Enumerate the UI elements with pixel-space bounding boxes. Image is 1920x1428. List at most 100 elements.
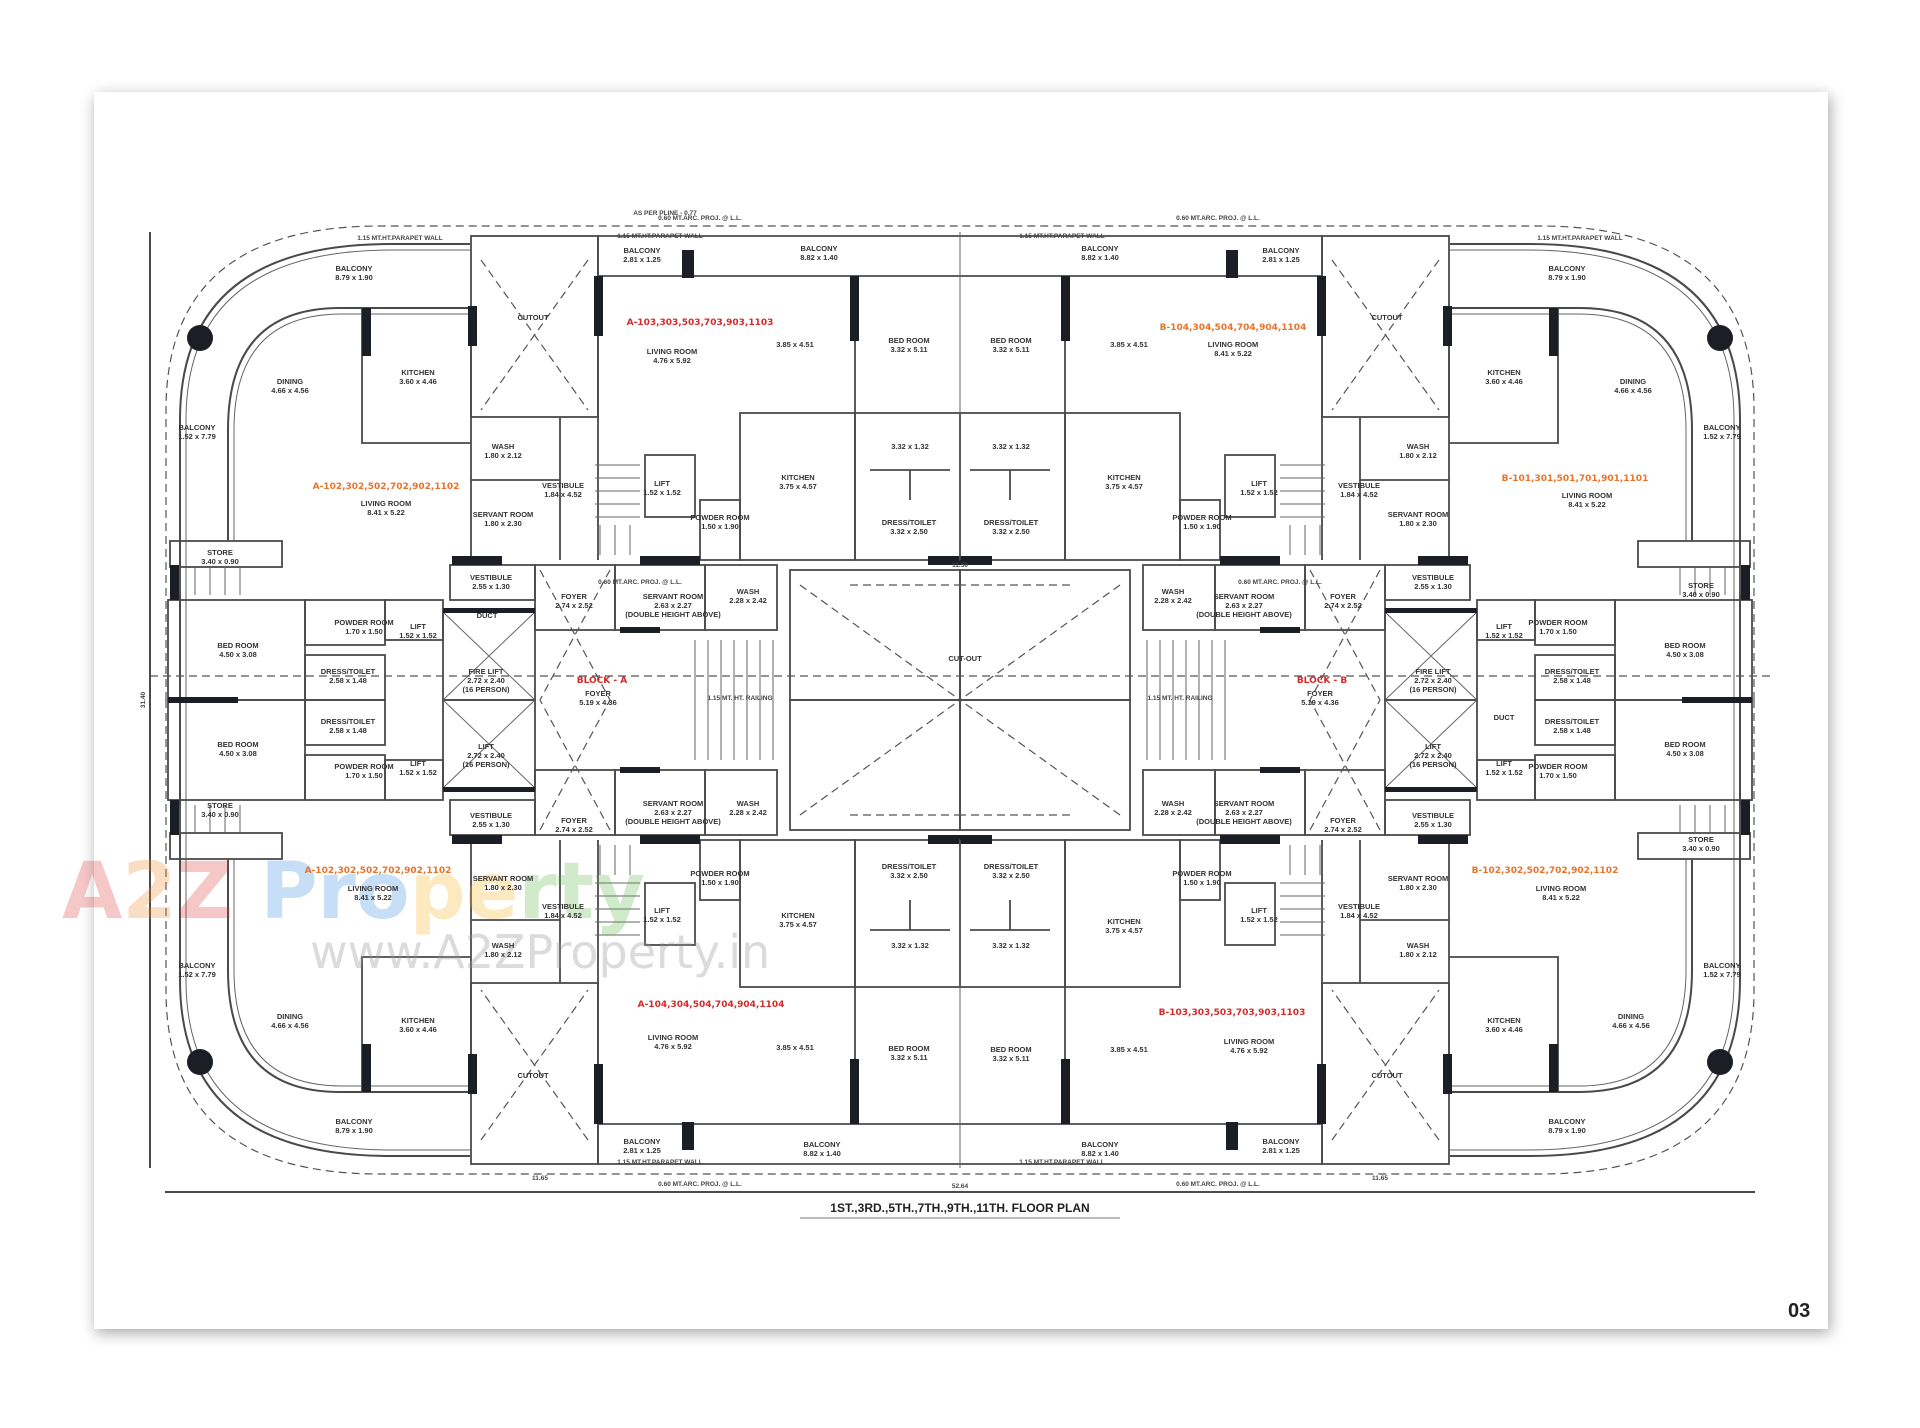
room-size: 3.32 x 2.50 [890, 871, 928, 880]
block-label: BLOCK - A [577, 676, 628, 686]
room-name: LIVING ROOM [647, 347, 697, 356]
room-name: STORE [1688, 835, 1714, 844]
room-size: 4.66 x 4.56 [271, 1021, 309, 1030]
room-size: 1.52 x 1.52 [399, 631, 437, 640]
room-size: 1.80 x 2.30 [484, 883, 522, 892]
room-name: BALCONY [1703, 423, 1740, 432]
room-label: CUT-OUT [948, 654, 982, 663]
room-name: WASH [737, 799, 760, 808]
room-size: 2.74 x 2.52 [1324, 601, 1362, 610]
unit-number-label: B-101,301,501,701,901,1101 [1502, 474, 1649, 484]
drawing-annotation: 1.15 MT.HT.PARAPET WALL [617, 1159, 703, 1166]
room-name: VESTIBULE [542, 481, 584, 490]
room-name: BED ROOM [990, 336, 1031, 345]
room-size: 2.72 x 2.40 [467, 676, 505, 685]
room-name: KITCHEN [401, 1016, 434, 1025]
room-name: DRESS/TOILET [1545, 717, 1600, 726]
room-name: FOYER [1307, 689, 1333, 698]
room-size: 2.74 x 2.52 [555, 825, 593, 834]
room-label: CUTOUT [517, 313, 549, 322]
room-name: KITCHEN [1107, 917, 1140, 926]
room-label: 3.32 x 1.32 [891, 941, 929, 950]
drawing-annotation: 0.60 MT.ARC. PROJ. @ L.L. [1176, 1181, 1260, 1188]
drawing-annotation: 1.15 MT.HT.PARAPET WALL [357, 235, 443, 242]
room-name: DRESS/TOILET [984, 518, 1039, 527]
room-name: DRESS/TOILET [882, 518, 937, 527]
room-name: SERVANT ROOM [473, 874, 534, 883]
room-size: 2.74 x 2.52 [1324, 825, 1362, 834]
room-size: 2.81 x 1.25 [1262, 255, 1300, 264]
room-size: 3.32 x 5.11 [890, 1053, 927, 1062]
room-size: 3.32 x 1.32 [891, 442, 929, 451]
room-name: WASH [492, 442, 515, 451]
room-size: 3.75 x 4.57 [779, 920, 817, 929]
drawing-annotation: AS PER PLINE - 0.77 [633, 210, 697, 217]
room-size: 2.55 x 1.30 [1414, 582, 1452, 591]
dimension-lines [149, 232, 1755, 1193]
room-size: 1.70 x 1.50 [345, 771, 383, 780]
room-name: SERVANT ROOM [1214, 592, 1275, 601]
room-size: 2.28 x 2.42 [1154, 596, 1192, 605]
drawing-annotation: 1.15 MT. HT. RAILING [707, 695, 772, 702]
room-name: POWDER ROOM [1172, 513, 1231, 522]
unit-number-label: B-103,303,503,703,903,1103 [1159, 1008, 1306, 1018]
room-name: FOYER [561, 592, 587, 601]
room-name: SERVANT ROOM [1214, 799, 1275, 808]
room-name: KITCHEN [1487, 1016, 1520, 1025]
room-size: 1.52 x 7.79 [1703, 970, 1741, 979]
room-name: DINING [277, 377, 303, 386]
room-name: VESTIBULE [542, 902, 584, 911]
room-name: LIFT [1251, 906, 1267, 915]
room-size: 3.40 x 0.90 [1682, 590, 1720, 599]
room-size: 3.75 x 4.57 [1105, 482, 1143, 491]
room-name: LIFT [410, 759, 426, 768]
room-label: CUTOUT [1371, 313, 1403, 322]
room-name: DRESS/TOILET [321, 667, 376, 676]
room-name: POWDER ROOM [334, 618, 393, 627]
room-size: 2.55 x 1.30 [472, 582, 510, 591]
room-size: 8.41 x 5.22 [367, 508, 405, 517]
room-name: WASH [492, 941, 515, 950]
room-size: 2.81 x 1.25 [623, 255, 661, 264]
room-size: 2.28 x 2.42 [1154, 808, 1192, 817]
room-size: 8.41 x 5.22 [354, 893, 392, 902]
quadrant-bottom-right [959, 696, 1755, 1175]
room-size: 8.79 x 1.90 [1548, 1126, 1586, 1135]
room-size: 8.82 x 1.40 [803, 1149, 841, 1158]
room-name: SERVANT ROOM [643, 799, 704, 808]
room-name: BED ROOM [217, 641, 258, 650]
room-size: 1.80 x 2.12 [484, 950, 522, 959]
room-size: 1.50 x 1.90 [1183, 522, 1221, 531]
room-size: 1.52 x 7.79 [178, 970, 216, 979]
